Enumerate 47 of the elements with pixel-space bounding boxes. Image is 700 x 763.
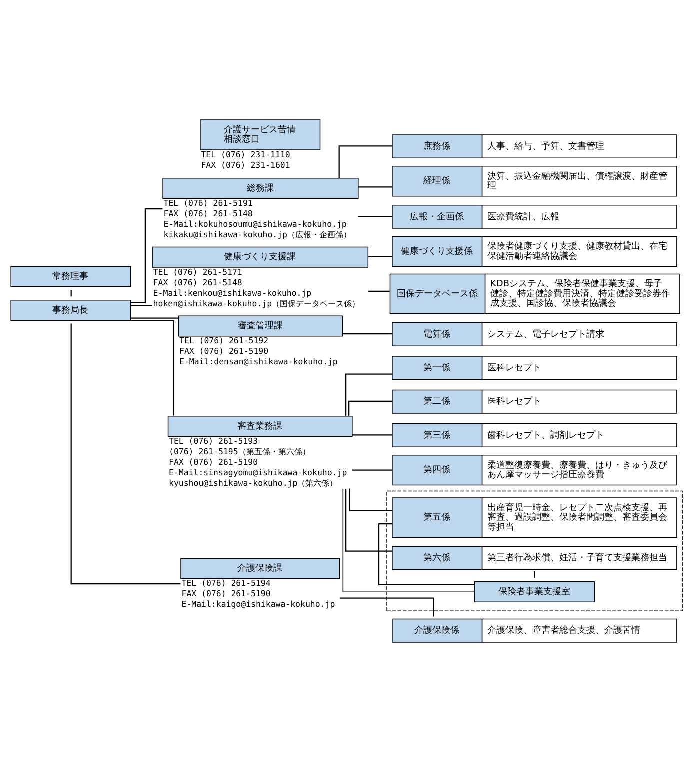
node-label: E-Mail:kenkou@ishikawa-kokuho.jp [153,287,312,298]
node-label: TEL (076) 261-5171 [153,266,242,276]
node-text: 介護保険係 [414,626,460,636]
node-label: FAX (076) 261-5148 [153,276,242,287]
node-text: 第六係 [424,553,451,564]
node-label: 歯科レセプト、調剤レセプト [488,430,605,440]
node-text: 健康づくり支援係 [401,246,474,257]
node-label: 出産育児一時金、レセプト二次点検支援、再審査、過誤調整、保険者間調整、審査委員会等担当 [488,502,668,532]
node-label: E-Mail:sinsagyomu@ishikawa-kokuho.jp [169,466,348,477]
node-text: 第二係 [424,396,451,407]
node-label: kikaku@ishikawa-kokuho.jp（広報・企画係） [164,228,352,239]
node-label: 医科レセプト [488,396,542,407]
node-label: FAX (076) 261-5190 [182,588,271,598]
node-text: 電算係 [424,329,451,340]
node-text: 経理係 [424,176,451,186]
node-label: (076) 261-5195（第五係・第六係） [169,446,310,456]
node-label: 第三者行為求償、妊活・子育て支援業務担当 [488,553,668,564]
node-label: KDBシステム、保険者保健事業支援、母子健診、特定健診費用決済、特定健診受診券作成支援、国診協、保険者協議会 [490,279,671,309]
node-text: 第三係 [424,430,451,440]
node-text: 広報・企画係 [410,212,464,222]
node-label: 介護保険、障害者総合支援、介護苦情 [488,626,641,636]
node-label: TEL (076) 261-5192 [180,335,269,346]
node-label: TEL (076) 261-5191 [164,197,253,208]
node-label: 医療費統計、広報 [488,212,560,222]
node-label: FAX (076) 261-5148 [164,208,253,218]
node-label: 柔道整復療養費、療養費、はり・きゅう及びあん摩マッサージ指圧療養費 [488,460,668,480]
node-label: 保険者健康づくり支援、健康教材貸出、在宅保健活動者連絡協議会 [488,242,668,262]
node-label: FAX (076) 261-5190 [180,346,269,356]
node-label: E-Mail:densan@ishikawa-kokuho.jp [180,356,338,366]
node-label: hoken@ishikawa-kokuho.jp（国保データベース係） [153,298,360,308]
node-text: 国保データベース係 [396,288,478,299]
node-label: E-Mail:kokuhosoumu@ishikawa-kokuho.jp [164,218,347,228]
node-label: TEL (076) 261-5193 [169,435,258,446]
node-label: kyushou@ishikawa-kokuho.jp（第六係） [169,477,338,488]
node-text: 第一係 [424,362,451,373]
node-label: システム、電子レセプト請求 [488,329,605,340]
node-label: FAX (076) 231-1601 [201,159,290,170]
node-text: 第四係 [424,465,451,476]
node-text: 庶務係 [424,141,451,152]
node-label: TEL (076) 261-5194 [182,578,271,588]
node-label: 人事、給与、予算、文書管理 [488,141,605,152]
node-label: E-Mail:kaigo@ishikawa-kokuho.jp [182,598,336,609]
node-label: 医科レセプト [488,362,542,373]
node-label: TEL (076) 231-1110 [201,148,290,159]
node-text: 第五係 [424,512,451,523]
node-label: 決算、振込金融機関届出、債権譲渡、財産管理 [488,171,668,192]
node-label: FAX (076) 261-5190 [169,456,258,466]
